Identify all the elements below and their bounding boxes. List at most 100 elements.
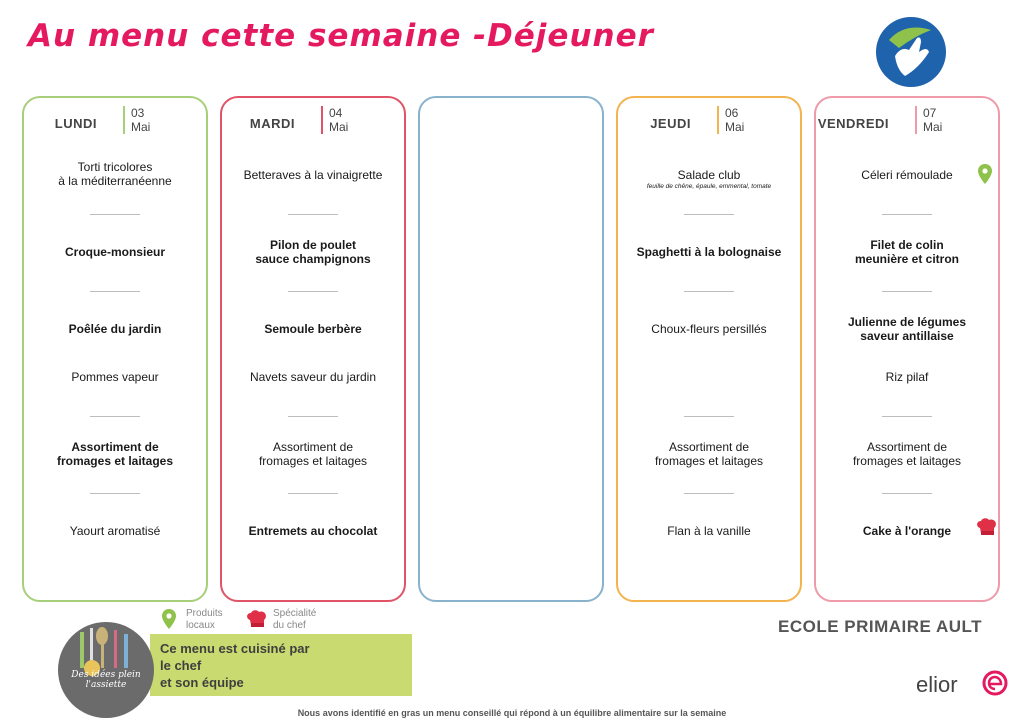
dish-label: Riz pilaf	[885, 370, 929, 384]
day-number: 07	[923, 106, 937, 120]
dish-label: Torti tricolores à la méditerranéenne	[58, 160, 172, 188]
day-number: 04	[329, 106, 343, 120]
chef-hat-icon	[977, 518, 996, 535]
dish-label: Filet de colin meunière et citron	[854, 238, 960, 266]
dish-main: Filet de colin meunière et citron	[824, 238, 990, 266]
dish-side: Julienne de légumes saveur antillaise	[824, 315, 990, 343]
day-header: LUNDI 03 Mai	[24, 106, 206, 136]
dish-label: Yaourt aromatisé	[69, 524, 161, 538]
dish-label: Céleri rémoulade	[861, 168, 953, 182]
legend-chef: Spécialité du chef	[273, 608, 316, 632]
dish-starter: Torti tricolores à la méditerranéenne	[32, 160, 198, 188]
divider	[684, 416, 734, 417]
day-card-vendredi: VENDREDI 07 Mai Céleri rémoulade Filet d…	[814, 96, 1000, 602]
dish-label: Flan à la vanille	[667, 524, 751, 538]
day-card-jeudi: JEUDI 06 Mai Salade club feuille de chên…	[616, 96, 802, 602]
dish-label: Salade club	[677, 168, 741, 182]
dish-side-alt: Pommes vapeur	[32, 370, 198, 384]
day-month: Mai	[329, 120, 349, 134]
day-card-mardi: MARDI 04 Mai Betteraves à la vinaigrette…	[220, 96, 406, 602]
dish-dessert: Flan à la vanille	[626, 524, 792, 538]
dish-cheese: Assortiment de fromages et laitages	[230, 440, 396, 468]
dish-starter: Betteraves à la vinaigrette	[230, 168, 396, 182]
school-name: ECOLE PRIMAIRE AULT	[778, 617, 983, 636]
dish-label: Entremets au chocolat	[248, 524, 378, 538]
dish-main: Spaghetti à la bolognaise	[626, 245, 792, 259]
location-pin-icon	[162, 609, 176, 629]
dish-cheese: Assortiment de fromages et laitages	[626, 440, 792, 468]
day-separator	[123, 106, 125, 134]
legend-local-line2: locaux	[186, 620, 215, 631]
dish-label: Betteraves à la vinaigrette	[243, 168, 383, 182]
dish-label: Assortiment de fromages et laitages	[258, 440, 368, 468]
divider	[882, 214, 932, 215]
divider	[882, 291, 932, 292]
day-card-lundi: LUNDI 03 Mai Torti tricolores à la médit…	[22, 96, 208, 602]
day-date: 06 Mai	[725, 106, 744, 134]
dish-starter: Céleri rémoulade	[824, 168, 990, 182]
divider	[288, 291, 338, 292]
day-separator	[717, 106, 719, 134]
day-header: MARDI 04 Mai	[222, 106, 404, 136]
footer-note: Nous avons identifié en gras un menu con…	[297, 708, 727, 718]
divider	[90, 214, 140, 215]
dish-cheese: Assortiment de fromages et laitages	[32, 440, 198, 468]
page-title: Au menu cette semaine -Déjeuner	[28, 18, 654, 54]
divider	[288, 493, 338, 494]
dish-starter: Salade club feuille de chêne, épaule, em…	[626, 168, 792, 191]
brand-logo-icon	[876, 17, 946, 87]
day-date: 03 Mai	[131, 106, 150, 134]
dish-label: Cake à l'orange	[862, 524, 952, 538]
divider	[288, 214, 338, 215]
divider	[90, 416, 140, 417]
ideas-badge: Des idées plein l'assiette	[58, 622, 154, 718]
chef-banner: Ce menu est cuisiné par le chef et son é…	[150, 634, 412, 696]
kitchen-utensils-icon	[80, 627, 128, 676]
dish-label: Choux-fleurs persillés	[651, 322, 767, 336]
divider	[684, 214, 734, 215]
legend-chef-line1: Spécialité	[273, 608, 317, 619]
dish-detail: feuille de chêne, épaule, emmental, toma…	[646, 183, 772, 190]
divider	[90, 291, 140, 292]
dish-label: Semoule berbère	[264, 322, 362, 336]
day-name: JEUDI	[650, 116, 691, 131]
brand-name: elior	[916, 672, 958, 697]
dish-main: Croque-monsieur	[32, 245, 198, 259]
dish-dessert: Cake à l'orange	[824, 524, 990, 538]
dish-label: Navets saveur du jardin	[249, 370, 377, 384]
day-name: LUNDI	[54, 116, 97, 131]
dish-side: Semoule berbère	[230, 322, 396, 336]
dish-label: Croque-monsieur	[64, 245, 165, 259]
dish-dessert: Entremets au chocolat	[230, 524, 396, 538]
location-pin-icon	[978, 164, 992, 184]
dish-dessert: Yaourt aromatisé	[32, 524, 198, 538]
dish-label: Poêlée du jardin	[68, 322, 162, 336]
day-separator	[915, 106, 917, 134]
day-month: Mai	[725, 120, 745, 134]
dish-side: Poêlée du jardin	[32, 322, 198, 336]
day-header: VENDREDI 07 Mai	[816, 106, 998, 136]
day-card-empty	[418, 96, 604, 602]
day-date: 07 Mai	[923, 106, 942, 134]
brand-mark-icon	[982, 670, 1008, 696]
divider	[90, 493, 140, 494]
badge-text: Des idées plein l'assiette	[71, 670, 141, 690]
dish-label: Pommes vapeur	[71, 370, 159, 384]
dish-label: Julienne de légumes saveur antillaise	[847, 315, 967, 343]
dish-label: Pilon de poulet sauce champignons	[255, 238, 371, 266]
dish-label: Assortiment de fromages et laitages	[852, 440, 962, 468]
legend-chef-line2: du chef	[273, 620, 306, 631]
dish-side: Choux-fleurs persillés	[626, 322, 792, 336]
day-month: Mai	[923, 120, 943, 134]
banner-line1: Ce menu est cuisiné par	[160, 641, 310, 656]
dish-cheese: Assortiment de fromages et laitages	[824, 440, 990, 468]
banner-line3: et son équipe	[160, 675, 244, 690]
divider	[288, 416, 338, 417]
day-number: 03	[131, 106, 145, 120]
dish-label: Spaghetti à la bolognaise	[636, 245, 782, 259]
day-name: MARDI	[249, 116, 295, 131]
divider	[684, 291, 734, 292]
day-month: Mai	[131, 120, 151, 134]
day-number: 06	[725, 106, 739, 120]
divider	[684, 493, 734, 494]
